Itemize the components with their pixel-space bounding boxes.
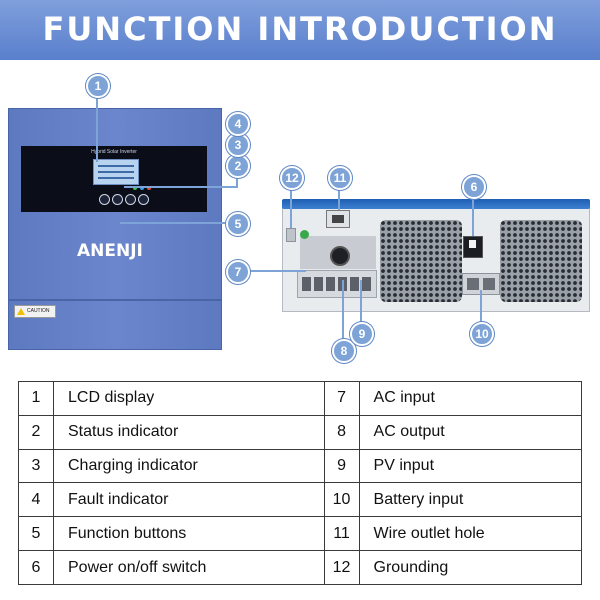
terminal-slot (350, 277, 359, 291)
table-row: 2 Status indicator 8 AC output (18, 414, 583, 450)
item-number: 2 (18, 414, 54, 450)
callout-badge-9: 9 (350, 322, 374, 346)
item-number: 4 (18, 482, 54, 518)
table-row: 1 LCD display 7 AC input (18, 381, 583, 416)
item-label: PV input (358, 448, 583, 484)
terminal-slot (302, 277, 311, 291)
item-label: AC output (358, 414, 583, 450)
table-row: 4 Fault indicator 10 Battery input (18, 482, 583, 518)
callout-badge-4: 4 (226, 112, 250, 136)
item-number: 1 (18, 381, 54, 416)
terminal-block (297, 270, 377, 298)
function-button[interactable] (112, 194, 123, 205)
item-number: 6 (18, 550, 54, 585)
callout-badge-8: 8 (332, 339, 356, 363)
port-hole (332, 215, 344, 223)
callout-line-2 (236, 172, 238, 188)
inverter-front-panel: Hybrid Solar Inverter ANENJI CAUTION (8, 108, 222, 350)
callout-line-5 (120, 222, 228, 224)
item-label: Function buttons (53, 516, 325, 552)
function-button[interactable] (125, 194, 136, 205)
item-number: 3 (18, 448, 54, 484)
callout-line-10 (480, 290, 482, 324)
lcd-segment (98, 177, 134, 179)
callout-line-2h (124, 186, 238, 188)
item-label: Status indicator (53, 414, 325, 450)
item-number: 12 (323, 550, 360, 585)
lcd-segment (98, 171, 134, 173)
callout-badge-7: 7 (226, 260, 250, 284)
item-label: AC input (358, 381, 583, 416)
lcd-segment (98, 165, 134, 167)
caution-text: CAUTION (27, 308, 50, 314)
item-label: Fault indicator (53, 482, 325, 518)
page-title: FUNCTION INTRODUCTION (42, 10, 558, 48)
item-label: Wire outlet hole (358, 516, 583, 552)
caution-label: CAUTION (14, 305, 56, 318)
callout-badge-6: 6 (462, 175, 486, 199)
item-label: Battery input (358, 482, 583, 518)
item-number: 5 (18, 516, 54, 552)
item-label: LCD display (53, 381, 325, 416)
callout-badge-5: 5 (226, 212, 250, 236)
callout-line-12 (290, 186, 292, 228)
brand-logo: ANENJI (77, 241, 143, 261)
fault-indicator-led (147, 186, 151, 190)
warning-icon (17, 308, 25, 315)
callout-badge-1: 1 (86, 74, 110, 98)
fan-grille-right (500, 220, 582, 302)
battery-slot (483, 278, 495, 290)
callout-line-6 (472, 196, 474, 236)
lcd-display (93, 159, 139, 185)
screen-title: Hybrid Solar Inverter (91, 149, 137, 155)
grounding-icon (300, 230, 309, 239)
switch-toggle (469, 240, 476, 248)
battery-slot (467, 278, 479, 290)
function-legend-table: 1 LCD display 7 AC input 2 Status indica… (18, 381, 583, 585)
terminal-slot (362, 277, 371, 291)
fan-grille-left (380, 220, 462, 302)
callout-line-7 (246, 270, 306, 272)
grounding-screw (286, 228, 296, 242)
callout-line-1 (96, 90, 98, 162)
callout-badge-10: 10 (470, 322, 494, 346)
item-number: 7 (323, 381, 360, 416)
table-row: 6 Power on/off switch 12 Grounding (18, 550, 583, 585)
side-top-strip (282, 199, 590, 209)
callout-badge-11: 11 (328, 166, 352, 190)
callout-badge-3: 3 (226, 133, 250, 157)
item-label: Charging indicator (53, 448, 325, 484)
callout-badge-12: 12 (280, 166, 304, 190)
item-label: Power on/off switch (53, 550, 325, 585)
item-label: Grounding (358, 550, 583, 585)
callout-line-11 (338, 186, 340, 210)
display-window: Hybrid Solar Inverter (21, 146, 207, 212)
battery-terminal (462, 273, 500, 295)
wire-outlet-port (326, 210, 350, 228)
power-switch[interactable] (463, 236, 483, 258)
function-button[interactable] (99, 194, 110, 205)
function-button[interactable] (138, 194, 149, 205)
item-number: 10 (323, 482, 360, 518)
callout-badge-2: 2 (226, 154, 250, 178)
item-number: 11 (323, 516, 360, 552)
callout-line-8 (342, 280, 344, 340)
charging-indicator-led (140, 186, 144, 190)
status-indicator-led (133, 186, 137, 190)
callout-line-9 (360, 280, 362, 324)
cable-gland (330, 246, 350, 266)
item-number: 8 (323, 414, 360, 450)
item-number: 9 (323, 448, 360, 484)
terminal-slot (314, 277, 323, 291)
title-banner (0, 0, 600, 60)
table-row: 3 Charging indicator 9 PV input (18, 448, 583, 484)
terminal-slot (326, 277, 335, 291)
panel-divider (9, 299, 221, 301)
table-row: 5 Function buttons 11 Wire outlet hole (18, 516, 583, 552)
